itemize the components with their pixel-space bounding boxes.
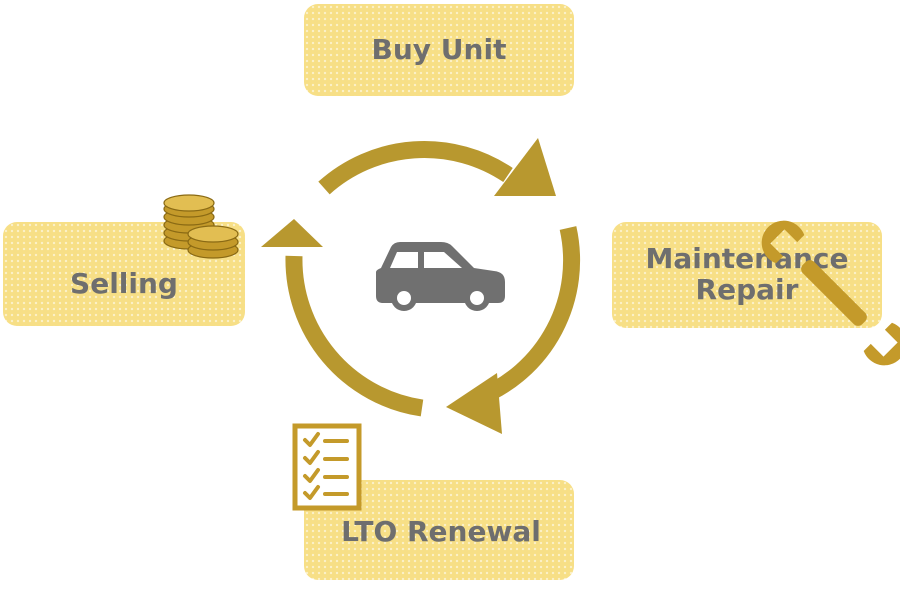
arrow-right	[474, 226, 581, 406]
car-icon	[376, 242, 505, 311]
arrow-top	[318, 141, 513, 195]
arrow-heads	[261, 138, 556, 434]
step-selling: Selling	[3, 222, 245, 326]
step-lto-renewal: LTO Renewal	[304, 480, 574, 580]
arrow-head-top	[494, 138, 556, 196]
step-maintenance-label: Maintenance	[645, 242, 849, 276]
step-buy-unit: Buy Unit	[304, 4, 574, 96]
arrow-head-bottom	[446, 373, 502, 434]
step-buy-unit-label: Buy Unit	[371, 32, 507, 66]
arrow-left	[285, 255, 424, 417]
step-repair-label: Repair	[695, 273, 799, 306]
step-maintenance-repair: Maintenance Repair	[612, 222, 882, 328]
cycle-arrows	[285, 141, 581, 417]
arrow-head-left	[261, 219, 323, 247]
step-selling-label: Selling	[70, 266, 178, 300]
step-lto-renewal-label: LTO Renewal	[341, 514, 541, 548]
